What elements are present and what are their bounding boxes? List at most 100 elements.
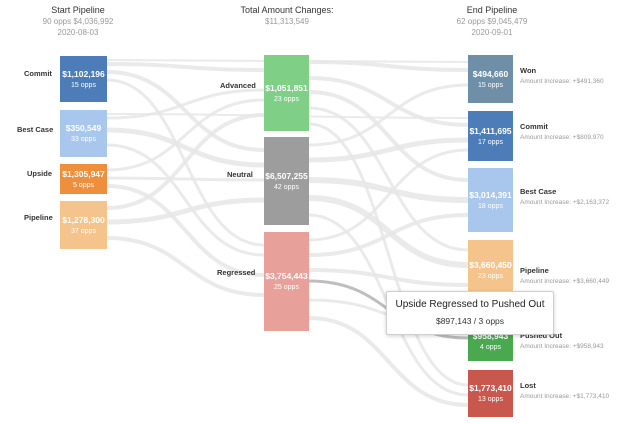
end-label-pipeline: Pipeline Amount Increase: +$3,660,449 [520, 266, 609, 285]
end-label-commit: Commit Amount Increase: +$809,970 [520, 122, 604, 141]
end-label-lost: Lost Amount Increase: +$1,773,410 [520, 381, 609, 400]
change-node-advanced-amount: $1,051,851 [265, 82, 308, 93]
end-node-lost-amount: $1,773,410 [469, 383, 512, 393]
change-node-advanced[interactable]: $1,051,851 23 opps [264, 55, 309, 131]
change-node-regressed-amount: $3,754,443 [265, 271, 308, 281]
end-label-pushed-out: Pushed Out Amount Increase: +$958,943 [520, 331, 604, 350]
flow-link[interactable] [308, 122, 469, 387]
start-label-commit: Commit [24, 69, 52, 78]
end-node-lost[interactable]: $1,773,410 13 opps [468, 370, 513, 417]
start-node-commit[interactable]: $1,102,196 15 opps [60, 56, 107, 102]
end-label-won-increase: Amount Increase: +$491,360 [520, 78, 604, 85]
end-node-commit-opps: 17 opps [478, 138, 503, 146]
start-node-commit-opps: 15 opps [71, 81, 96, 89]
end-label-pipeline-increase: Amount Increase: +$3,660,449 [520, 278, 610, 285]
flow-link[interactable] [106, 176, 265, 182]
start-node-pipeline[interactable]: $1,278,300 37 opps [60, 201, 107, 249]
change-node-regressed[interactable]: $3,754,443 25 opps [264, 232, 309, 331]
flow-link[interactable] [308, 137, 469, 163]
start-label-upside: Upside [27, 169, 53, 178]
flow-link[interactable] [308, 90, 469, 182]
end-node-commit[interactable]: $1,411,695 17 opps [468, 111, 513, 161]
flow-link[interactable] [106, 62, 265, 72]
start-node-upside-amount: $1,305,947 [62, 168, 105, 179]
end-node-lost-opps: 13 opps [478, 396, 503, 403]
change-node-neutral-amount: $6,507,255 [265, 170, 308, 181]
change-node-neutral-opps: 42 opps [274, 183, 299, 191]
end-node-won[interactable]: $494,660 15 opps [468, 55, 513, 103]
start-node-best-case[interactable]: $350,549 33 opps [60, 110, 107, 157]
start-pipeline-title: Start Pipeline [51, 5, 105, 15]
flow-link[interactable] [308, 60, 469, 72]
start-node-commit-amount: $1,102,196 [62, 68, 105, 79]
start-pipeline-summary: 90 opps $4,036,992 [42, 17, 114, 26]
flow-link[interactable] [308, 268, 469, 287]
end-label-commit-increase: Amount Increase: +$809,970 [520, 134, 604, 141]
end-pipeline-summary: 62 opps $9,045,479 [456, 17, 528, 26]
start-node-upside[interactable]: $1,305,947 5 opps [60, 164, 107, 194]
start-node-best-case-amount: $350,549 [65, 123, 102, 133]
end-node-pushed-out-opps: 4 opps [479, 344, 502, 351]
end-label-won: Won Amount Increase: +$491,360 [520, 66, 604, 85]
flow-link[interactable] [106, 143, 265, 257]
change-node-neutral[interactable]: $6,507,255 42 opps [264, 137, 309, 225]
end-label-pushed-out-name: Pushed Out [520, 331, 563, 340]
change-node-advanced-opps: 23 opps [274, 95, 299, 103]
end-node-won-opps: 15 opps [478, 81, 503, 89]
flow-link[interactable] [106, 113, 265, 210]
flow-link[interactable] [106, 88, 265, 120]
tooltip-title: Upside Regressed to Pushed Out [395, 299, 545, 310]
changes-summary: $11,313,549 [265, 17, 309, 26]
end-label-lost-name: Lost [520, 381, 536, 390]
flow-link[interactable] [308, 148, 469, 242]
end-label-pushed-out-increase: Amount Increase: +$958,943 [520, 343, 604, 350]
start-pipeline-header: Start Pipeline 90 opps $4,036,992 2020-0… [18, 5, 138, 38]
end-node-won-amount: $494,660 [472, 68, 509, 79]
flow-tooltip: Upside Regressed to Pushed Out $897,143 … [386, 291, 554, 335]
flow-link[interactable] [106, 184, 265, 277]
flow-link[interactable] [308, 316, 469, 407]
flow-link[interactable] [106, 236, 265, 297]
changes-header: Total Amount Changes: $11,313,549 [222, 5, 352, 27]
end-label-best-case-name: Best Case [520, 187, 557, 196]
end-node-pushed-out-amount: $958,943 [472, 331, 509, 341]
end-node-best-case[interactable]: $3,014,391 18 opps [468, 168, 513, 232]
start-pipeline-date: 2020-08-03 [57, 28, 99, 37]
flow-link[interactable] [308, 76, 469, 127]
end-label-best-case-increase: Amount Increase: +$2,163,372 [520, 199, 610, 206]
start-node-pipeline-opps: 37 opps [71, 227, 96, 235]
flow-link[interactable] [106, 127, 265, 168]
start-node-pipeline-amount: $1,278,300 [62, 214, 105, 225]
change-node-regressed-opps: 25 opps [274, 284, 299, 291]
change-label-neutral: Neutral [227, 170, 253, 179]
end-node-pipeline[interactable]: $3,660,450 23 opps [468, 240, 513, 300]
start-label-pipeline: Pipeline [24, 213, 53, 222]
change-label-advanced: Advanced [220, 81, 256, 90]
end-node-best-case-opps: 18 opps [478, 202, 503, 210]
tooltip-value: $897,143 / 3 opps [435, 316, 505, 326]
end-node-best-case-amount: $3,014,391 [469, 189, 512, 200]
flow-link[interactable] [308, 177, 469, 203]
start-node-upside-opps: 5 opps [72, 181, 95, 189]
changes-title: Total Amount Changes: [240, 5, 334, 15]
end-pipeline-header: End Pipeline 62 opps $9,045,479 2020-09-… [432, 5, 552, 38]
end-node-commit-amount: $1,411,695 [469, 125, 512, 136]
end-label-best-case: Best Case Amount Increase: +$2,163,372 [520, 187, 609, 206]
flow-link[interactable] [308, 213, 469, 257]
end-pipeline-title: End Pipeline [466, 5, 518, 15]
flow-link[interactable] [308, 83, 469, 147]
end-node-pipeline-amount: $3,660,450 [469, 259, 512, 270]
change-label-regressed: Regressed [217, 268, 256, 277]
end-node-pipeline-opps: 23 opps [478, 272, 503, 280]
start-label-best-case: Best Case [17, 125, 54, 134]
end-label-pipeline-name: Pipeline [520, 266, 549, 275]
flow-link[interactable] [106, 98, 265, 172]
end-label-won-name: Won [520, 66, 537, 75]
end-pipeline-date: 2020-09-01 [471, 28, 513, 37]
flow-link[interactable] [308, 195, 469, 268]
end-label-commit-name: Commit [520, 122, 548, 131]
flow-link[interactable] [308, 106, 469, 252]
flow-link[interactable] [106, 70, 265, 152]
start-node-best-case-opps: 33 opps [71, 136, 96, 143]
flow-link[interactable] [106, 197, 265, 225]
